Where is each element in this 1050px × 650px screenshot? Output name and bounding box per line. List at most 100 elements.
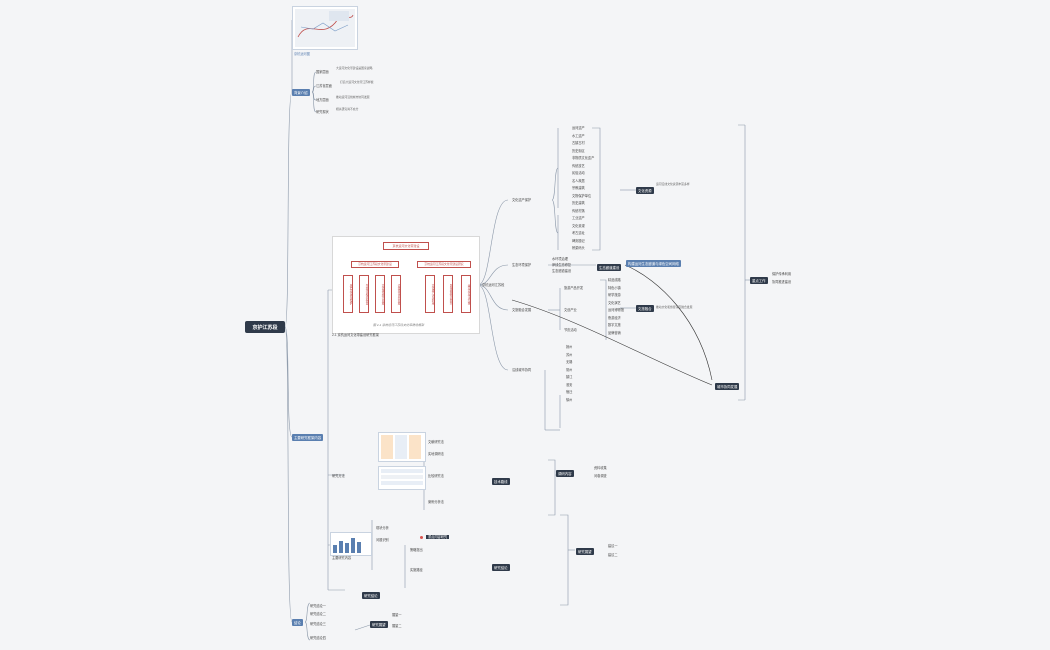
lower-item[interactable]: 策略提出	[410, 548, 423, 552]
method-item[interactable]: 案例分析法	[428, 500, 444, 504]
g4-item[interactable]: 无锡	[566, 360, 573, 364]
tag-route[interactable]: 技术路线	[492, 478, 510, 485]
g3-sub[interactable]: 节庆活动	[564, 328, 577, 332]
bg-item-text: 相关研究尚不充分	[336, 107, 359, 111]
method-item[interactable]: 文献研究法	[428, 440, 444, 444]
figure-column: 区域品牌塑造提升	[443, 275, 453, 313]
g1-item[interactable]: 历史建筑	[572, 201, 585, 205]
far-item[interactable]: 保护传承利用	[772, 272, 792, 276]
far-item[interactable]: 协同推进建设	[772, 280, 792, 284]
g4-item[interactable]: 淮安	[566, 382, 573, 387]
bg-item-label[interactable]: 国家层面	[316, 70, 329, 74]
method-item[interactable]: 实地调研法	[428, 452, 444, 456]
outlook-item[interactable]: 建议一	[608, 544, 618, 548]
g3-item[interactable]: 品牌营销	[608, 330, 621, 335]
g1-item[interactable]: 非物质文化遗产	[572, 156, 595, 160]
g1-item[interactable]: 民俗活动	[572, 171, 585, 175]
section-conclusion[interactable]: 结论	[292, 619, 303, 626]
g4-item[interactable]: 常州	[566, 367, 573, 372]
root-node[interactable]: 京护江苏段	[245, 321, 285, 333]
tag-note: 运河沿线文化资源丰富多样	[656, 182, 690, 186]
g3-item[interactable]: 特色小镇	[608, 285, 621, 290]
g4-item[interactable]: 扬州	[566, 345, 573, 349]
tag-city[interactable]: 城市协同发展	[715, 383, 740, 390]
conclusion-item[interactable]: 研究结论三	[310, 622, 326, 626]
group-label[interactable]: 文化遗产保护	[512, 198, 532, 202]
g3-sub[interactable]: 旅游产品开发	[564, 286, 584, 290]
tag-resources[interactable]: 文化资源	[636, 187, 654, 194]
table-image-icon	[381, 435, 421, 459]
g1-item[interactable]: 历史街区	[572, 148, 585, 153]
tag-ecology[interactable]: 生态廊道建设	[597, 264, 622, 271]
g1-item[interactable]: 桥梁码头	[572, 246, 585, 250]
group-label[interactable]: 生态环境保护	[512, 263, 532, 267]
g4-item[interactable]: 徐州	[566, 397, 573, 402]
g1-item[interactable]: 运河遗产	[572, 126, 585, 130]
g4-item[interactable]: 苏州	[566, 352, 573, 357]
bg-item-label[interactable]: 地方层面	[316, 98, 329, 102]
lower-item[interactable]: 问题识别	[376, 538, 389, 542]
bg-item-label[interactable]: 江苏省层面	[316, 84, 332, 88]
survey-item[interactable]: 资料收集	[594, 466, 607, 470]
g1-item[interactable]: 水工遗产	[572, 133, 585, 138]
g1-item[interactable]: 工业遗产	[572, 216, 585, 220]
figure-note: 2-1 京杭运河文化带建设研究框架	[332, 333, 379, 337]
g3-item[interactable]: 精品线路	[608, 278, 621, 282]
lower-item[interactable]: 现状分析	[376, 526, 389, 530]
lower-item[interactable]: 实施路径	[410, 568, 423, 572]
tag-future[interactable]: 研究展望	[370, 621, 388, 628]
g3-item[interactable]: 夜游经济	[608, 315, 621, 320]
g4-item[interactable]: 宿迁	[566, 390, 573, 394]
important-marker-icon	[420, 536, 423, 539]
red-label[interactable]: 重点内容研究	[426, 535, 450, 539]
g1-item[interactable]: 传统村落	[572, 208, 585, 213]
figure-column: 文化旅游融合发展	[375, 275, 385, 313]
g1-item[interactable]: 传统技艺	[572, 163, 585, 168]
g3-item[interactable]: 研学旅游	[608, 293, 621, 297]
group-label[interactable]: 沿线城市协同	[512, 368, 532, 372]
g3-item[interactable]: 运河博物馆	[608, 308, 624, 312]
g2-item[interactable]: 水环境治理	[552, 257, 568, 261]
group-label[interactable]: 文旅融合发展	[512, 308, 532, 312]
figure-caption: 图 2-1 京杭运河江苏段文化带建设框架	[373, 323, 425, 327]
g1-item[interactable]: 名人故居	[572, 178, 585, 183]
conclusion-item[interactable]: 研究结论二	[310, 612, 326, 616]
conclusion-item[interactable]: 研究结论四	[310, 636, 326, 640]
figure-column: 文化遗产活化利用	[425, 275, 435, 313]
g2-item[interactable]: 生态廊道建设	[552, 269, 572, 273]
content-thumbnail	[330, 532, 372, 556]
tag-outlook[interactable]: 研究展望	[576, 548, 594, 555]
future-item[interactable]: 展望一	[392, 613, 402, 617]
figure-column: 历史文化资源保护	[343, 275, 353, 313]
outlook-item[interactable]: 建议二	[608, 553, 618, 557]
figure-column: 运河文化传承弘扬	[461, 275, 471, 313]
g2-item[interactable]: 岸线生态修复	[552, 263, 572, 267]
upper-branch-label[interactable]: 京杭运河江苏段	[482, 283, 505, 287]
bg-item-label[interactable]: 研究现状	[316, 110, 329, 114]
survey-item[interactable]: 问卷调查	[594, 474, 607, 478]
section-background[interactable]: 背景介绍	[292, 89, 310, 96]
g1-item[interactable]: 宗教建筑	[572, 186, 585, 190]
tag-final[interactable]: 研究结论	[362, 592, 380, 599]
g1-item[interactable]: 文化景观	[572, 223, 585, 228]
g1-item[interactable]: 考古遗址	[572, 231, 585, 235]
g1-item[interactable]: 碑刻题记	[572, 238, 585, 243]
g4-item[interactable]: 镇江	[566, 375, 573, 379]
tag-key-work[interactable]: 重点工作	[750, 277, 768, 284]
tag-survey[interactable]: 调研内容	[556, 470, 574, 477]
method-item[interactable]: 比较研究法	[428, 474, 444, 478]
g3-sub[interactable]: 文创产业	[564, 308, 577, 312]
middle-branch-label[interactable]: 研究方法	[332, 474, 345, 478]
g1-item[interactable]: 古镇古村	[572, 141, 585, 145]
g1-item[interactable]: 文物保护单位	[572, 193, 592, 198]
conclusion-item[interactable]: 研究结论一	[310, 604, 326, 608]
tag-conclusion[interactable]: 研究结论	[492, 564, 510, 571]
section-framework[interactable]: 主要研究框架内容	[292, 434, 324, 441]
figure-column: 生态环境保护修复	[359, 275, 369, 313]
future-item[interactable]: 展望二	[392, 624, 402, 628]
tag-tourism[interactable]: 文旅融合	[636, 305, 654, 312]
lower-branch-label[interactable]: 主要研究内容	[332, 556, 352, 560]
g3-item[interactable]: 数字文旅	[608, 323, 621, 327]
g3-item[interactable]: 文化演艺	[608, 300, 621, 305]
